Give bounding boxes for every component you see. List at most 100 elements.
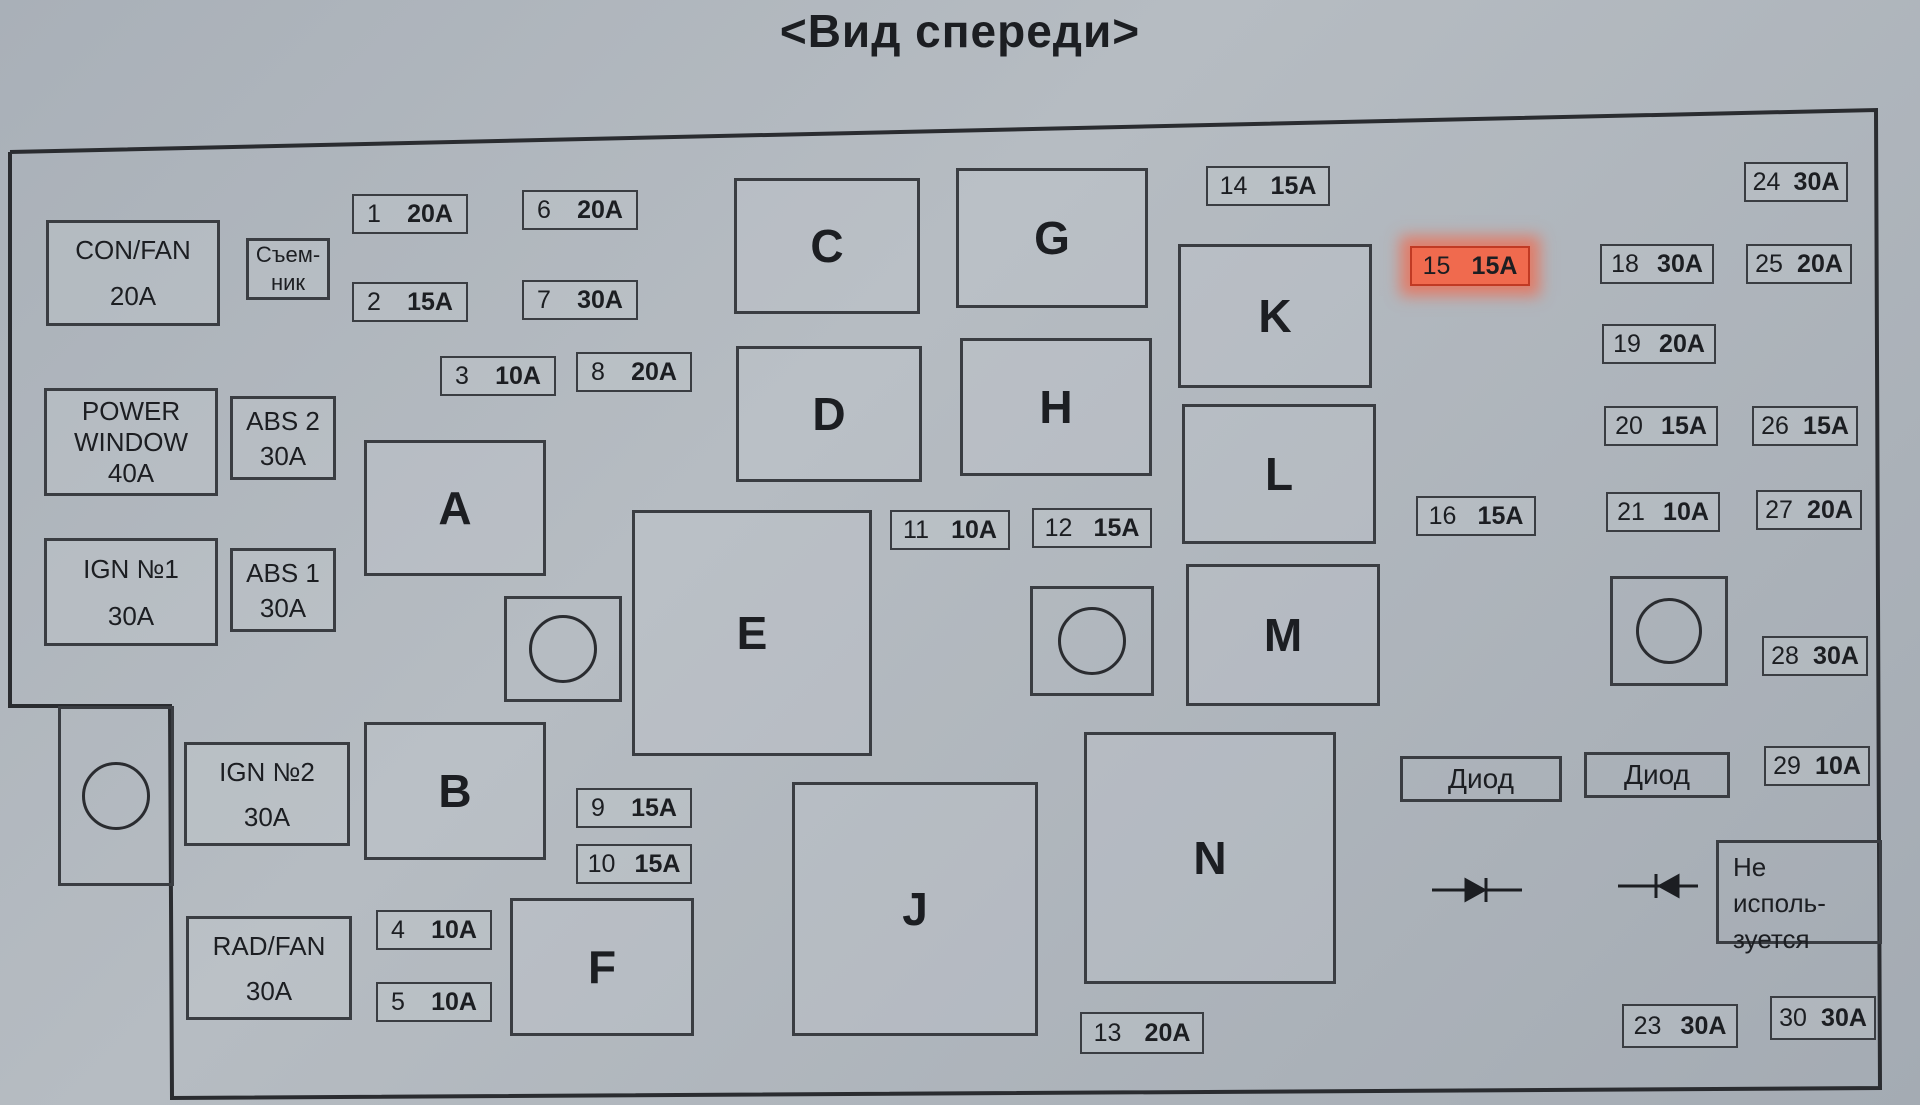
fuse-rating: 10A: [1663, 497, 1709, 526]
fuse-number: 19: [1613, 329, 1641, 358]
mounting-hole-ring-icon: [82, 762, 150, 830]
fuse-rating: 10A: [431, 987, 477, 1016]
fuse-label: POWER: [81, 395, 181, 426]
fuse-15-highlighted: 15 15A: [1410, 246, 1530, 286]
unused-slot: Не исполь- зуется: [1716, 840, 1882, 954]
relay-m: M: [1186, 564, 1380, 706]
fuse-con-fan: CON/FAN 20A: [46, 220, 220, 326]
fuse-number: 15: [1422, 251, 1451, 280]
fuse-9: 9 15A: [576, 788, 692, 828]
fuse-3: 3 10A: [440, 356, 556, 396]
fuse-number: 28: [1771, 641, 1799, 670]
fuse-rating: 20A: [109, 281, 157, 311]
mounting-hole: [1030, 586, 1154, 696]
diode-right: Диод: [1584, 752, 1730, 798]
fuse-power-window: POWER WINDOW 40A: [44, 388, 218, 496]
fuse-11: 11 10A: [890, 510, 1010, 550]
fuse-rating: 10A: [495, 361, 541, 390]
fuse-abs1: ABS 1 30A: [230, 548, 336, 632]
fuse-rating: 20A: [1659, 329, 1705, 358]
page-title: <Вид спереди>: [779, 5, 1141, 57]
fuse-number: 27: [1765, 495, 1793, 524]
fuse-30: 30 30A: [1770, 996, 1876, 1040]
fuse-number: 29: [1773, 751, 1801, 780]
fuse-number: 5: [391, 987, 405, 1016]
fuse-rating: 10A: [431, 915, 477, 944]
fuse-rating: 20A: [577, 195, 623, 224]
fuse-ign1: IGN №1 30A: [44, 538, 218, 646]
unused-label: зуется: [1733, 924, 1810, 954]
fuse-number: 4: [391, 915, 405, 944]
fuse-19: 19 20A: [1602, 324, 1716, 364]
fuse-rating: 15A: [407, 287, 453, 316]
fuse-rating: 30A: [243, 801, 291, 832]
mounting-hole-ring-icon: [1058, 607, 1126, 675]
fuse-rating: 15A: [1471, 251, 1518, 280]
relay-e: E: [632, 510, 872, 756]
fuse-6: 6 20A: [522, 190, 638, 230]
fuse-label: Съем-: [255, 242, 321, 267]
fuse-number: 11: [903, 515, 929, 544]
relay-b: B: [364, 722, 546, 860]
fuse-number: 13: [1093, 1018, 1122, 1047]
relay-a: A: [364, 440, 546, 576]
fuse-rating: 40A: [107, 458, 155, 489]
fuse-number: 9: [591, 793, 605, 822]
fuse-number: 24: [1752, 167, 1781, 196]
mounting-hole: [58, 706, 174, 886]
fuse-label: RAD/FAN: [212, 930, 326, 961]
fuse-rating: 20A: [1807, 495, 1853, 524]
fuse-label: ник: [270, 270, 306, 295]
fuse-number: 30: [1779, 1003, 1807, 1032]
fuse-removable: Съем- ник: [246, 238, 330, 300]
fuse-rating: 15A: [1803, 411, 1849, 440]
fuse-rating: 30A: [1813, 641, 1859, 670]
fuse-24: 24 30A: [1744, 162, 1848, 202]
fuse-rating: 30A: [107, 600, 155, 631]
fuse-label: ABS 2: [246, 405, 320, 436]
relay-n: N: [1084, 732, 1336, 984]
relay-f: F: [510, 898, 694, 1036]
fuse-label: IGN №1: [83, 553, 179, 584]
fuse-rating: 10A: [951, 515, 997, 544]
fuse-label: CON/FAN: [75, 235, 191, 265]
fuse-rating: 15A: [634, 849, 681, 878]
fuse-rating: 15A: [1477, 501, 1524, 530]
fuse-label: ABS 1: [246, 557, 320, 588]
fuse-rating: 20A: [631, 357, 677, 386]
fuse-number: 8: [591, 357, 605, 386]
unused-label: Не исполь-: [1733, 852, 1826, 918]
fuse-number: 6: [537, 195, 551, 224]
fuse-rating: 15A: [631, 793, 677, 822]
fuse-rating: 30A: [1680, 1011, 1727, 1040]
fuse-number: 25: [1755, 249, 1783, 278]
fuse-number: 1: [367, 199, 381, 228]
fuse-rad-fan: RAD/FAN 30A: [186, 916, 352, 1020]
mounting-hole: [1610, 576, 1728, 686]
fuse-number: 3: [455, 361, 469, 390]
fuse-rating: 30A: [245, 975, 293, 1006]
relay-h: H: [960, 338, 1152, 476]
fuse-rating: 30A: [1793, 167, 1840, 196]
fuse-28: 28 30A: [1762, 636, 1868, 676]
fuse-rating: 20A: [407, 199, 453, 228]
fuse-number: 10: [587, 849, 616, 878]
fuse-5: 5 10A: [376, 982, 492, 1022]
fuse-label: WINDOW: [73, 426, 189, 457]
fuse-abs2: ABS 2 30A: [230, 396, 336, 480]
fuse-rating: 30A: [1821, 1003, 1867, 1032]
fuse-rating: 30A: [259, 592, 307, 623]
fuse-rating: 15A: [1661, 411, 1707, 440]
fuse-number: 14: [1219, 171, 1248, 200]
